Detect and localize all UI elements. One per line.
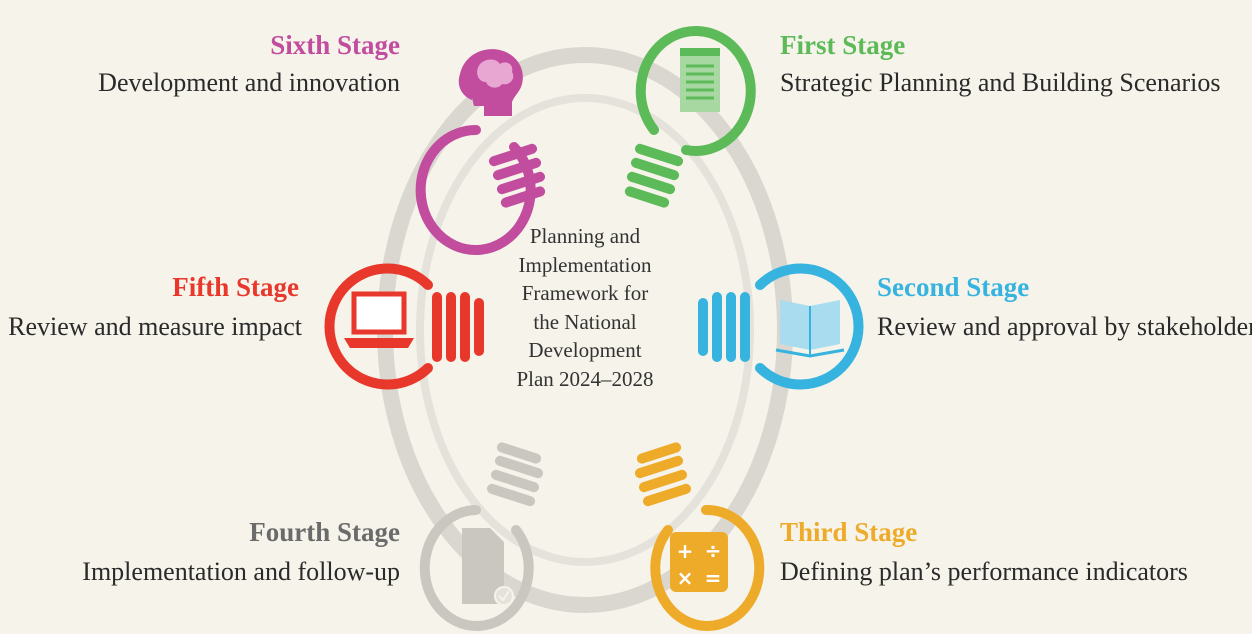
sixth-stage-bulb-base (488, 143, 546, 208)
center-title-line: Plan 2024–2028 (516, 366, 654, 391)
calculator-icon: + ÷ × = (670, 532, 728, 592)
third-stage-bulb: + ÷ × = (634, 442, 765, 631)
center-title-line: the National (533, 309, 637, 334)
sixth-stage-bulb (415, 49, 546, 255)
fourth-stage-bulb-base (486, 442, 544, 507)
fourth-stage-description: Implementation and follow-up (82, 557, 400, 586)
fourth-stage-bulb (419, 442, 544, 631)
fifth-stage-bulb-base (432, 292, 484, 362)
second-stage-description: Review and approval by stakeholders (877, 312, 1252, 341)
third-stage-title: Third Stage (780, 517, 918, 547)
third-stage-bulb-base (634, 442, 692, 507)
laptop-icon (344, 291, 414, 348)
notepad-icon (680, 48, 720, 112)
document-check-icon (462, 528, 514, 606)
center-title-line: Development (528, 338, 642, 362)
brain-head-icon (458, 49, 523, 116)
fifth-stage-description: Review and measure impact (8, 312, 302, 341)
center-title-line: Planning and (529, 224, 641, 248)
second-stage-title: Second Stage (877, 272, 1030, 302)
svg-text:+: + (677, 539, 694, 563)
center-title-line: Framework for (521, 281, 649, 305)
second-stage-bulb (698, 263, 864, 390)
first-stage-bulb-base (624, 143, 684, 208)
second-stage-bulb-base (698, 292, 750, 362)
svg-text:×: × (677, 566, 694, 590)
svg-text:÷: ÷ (705, 539, 722, 563)
center-title-line: Implementation (518, 252, 652, 277)
center-title: Planning and Implementation Framework fo… (500, 222, 670, 393)
first-stage-title: First Stage (780, 30, 906, 60)
fifth-stage-bulb (324, 263, 484, 390)
svg-text:=: = (705, 566, 722, 590)
fifth-stage-title: Fifth Stage (172, 272, 299, 302)
first-stage-description: Strategic Planning and Building Scenario… (780, 68, 1221, 97)
sixth-stage-description: Development and innovation (98, 68, 400, 97)
fourth-stage-title: Fourth Stage (249, 517, 400, 547)
first-stage-bulb (624, 26, 756, 208)
book-icon (775, 300, 845, 358)
third-stage-description: Defining plan’s performance indicators (780, 557, 1188, 586)
sixth-stage-title: Sixth Stage (270, 30, 400, 60)
